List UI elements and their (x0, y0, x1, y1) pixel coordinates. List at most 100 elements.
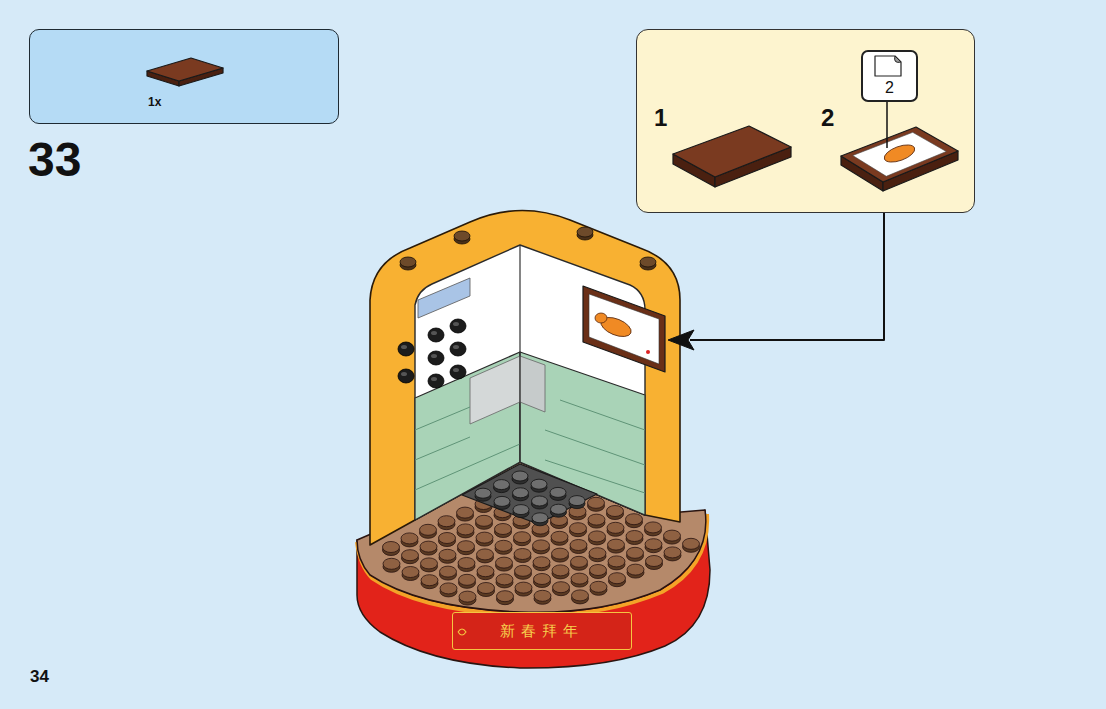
sticker-curl (895, 56, 901, 62)
sticker-label-art (863, 52, 920, 104)
stud-top (383, 542, 400, 553)
stud-top (570, 540, 587, 551)
stud-top (551, 504, 567, 514)
picture-frame (583, 286, 665, 372)
sticker-number: 2 (863, 80, 916, 96)
stud-top (532, 513, 548, 523)
black-stud (428, 351, 444, 365)
stud-top (645, 522, 662, 533)
stud-top (494, 480, 510, 490)
stud-shine (431, 331, 437, 335)
parts-panel-art (30, 30, 340, 125)
stud-shine (401, 372, 407, 376)
part-count: 1x (148, 96, 161, 108)
stud-top (420, 524, 437, 535)
stud-top (683, 538, 700, 549)
stud-top (514, 532, 531, 543)
grey-bricks (520, 356, 545, 412)
stud-top (438, 516, 455, 527)
brick-line (415, 437, 470, 460)
stud-top (421, 558, 438, 569)
stud-top (476, 532, 493, 543)
stud-top (402, 550, 419, 561)
stud-top (475, 488, 491, 498)
stud-top (627, 564, 644, 575)
stud-top (609, 573, 626, 584)
stud-top (495, 524, 512, 535)
arch-frame (370, 210, 680, 545)
stud-top (439, 549, 456, 560)
window-panel (418, 278, 470, 318)
substep-number: 2 (821, 106, 834, 130)
stud-top (664, 530, 681, 541)
picture (589, 294, 659, 364)
stud-top (607, 506, 624, 517)
stud-top (552, 565, 569, 576)
stud-top (420, 541, 437, 552)
plate-part (147, 58, 223, 81)
stud-top (440, 566, 457, 577)
stud-top (534, 590, 551, 601)
stud-top (550, 487, 566, 497)
stud-top (607, 522, 624, 533)
black-stud (450, 319, 466, 333)
black-stud (450, 342, 466, 356)
stud-top (514, 549, 531, 560)
callout-panel-art (637, 30, 976, 214)
seal (646, 350, 650, 354)
sticker-print (853, 132, 947, 176)
black-stud (450, 365, 466, 379)
stud-top (400, 257, 416, 267)
stud-top (496, 574, 513, 585)
stud-shine (453, 322, 459, 326)
sticker-label: 2 (861, 50, 918, 102)
stud-top (440, 583, 457, 594)
stud-shine (431, 377, 437, 381)
stud-top (534, 574, 551, 585)
stud-top (572, 590, 589, 601)
brick-line (545, 430, 645, 465)
pointer-head (668, 330, 694, 350)
stud-top (477, 566, 494, 577)
stud-top (496, 557, 513, 568)
stud-top (513, 505, 529, 515)
stud-top (478, 583, 495, 594)
tiger-head (595, 313, 607, 323)
stud-top (664, 547, 681, 558)
stud-top (571, 556, 588, 567)
banner-text: 新春拜年 (500, 624, 584, 639)
stud-top (608, 539, 625, 550)
stud-shine (453, 345, 459, 349)
stud-shine (401, 345, 407, 349)
plate-part (841, 127, 958, 182)
substep-number: 1 (654, 106, 667, 130)
model (357, 210, 710, 668)
stud-top (458, 558, 475, 569)
stud-top (577, 227, 593, 237)
callout-panel: 1 2 2 (636, 29, 975, 213)
stud-top (533, 557, 550, 568)
stud-top (626, 514, 643, 525)
stud-top (553, 582, 570, 593)
grey-bricks (470, 356, 520, 424)
stud-top (589, 531, 606, 542)
stud-top (645, 539, 662, 550)
stud-top (570, 523, 587, 534)
stud-top (477, 549, 494, 560)
stud-top (512, 471, 528, 481)
brick-line (415, 444, 520, 490)
stud-top (454, 231, 470, 241)
stud-top (588, 514, 605, 525)
stud-top (515, 565, 532, 576)
stud-top (590, 565, 607, 576)
greeting-banner: 新春拜年 (452, 612, 632, 650)
stud-top (439, 533, 456, 544)
page-number: 34 (30, 668, 49, 685)
stud-top (457, 524, 474, 535)
step-number: 33 (28, 136, 81, 184)
black-stud (398, 342, 414, 356)
floor-tiles (462, 464, 597, 524)
plate-part (673, 126, 791, 177)
stud-top (421, 575, 438, 586)
stud-top (588, 497, 605, 508)
